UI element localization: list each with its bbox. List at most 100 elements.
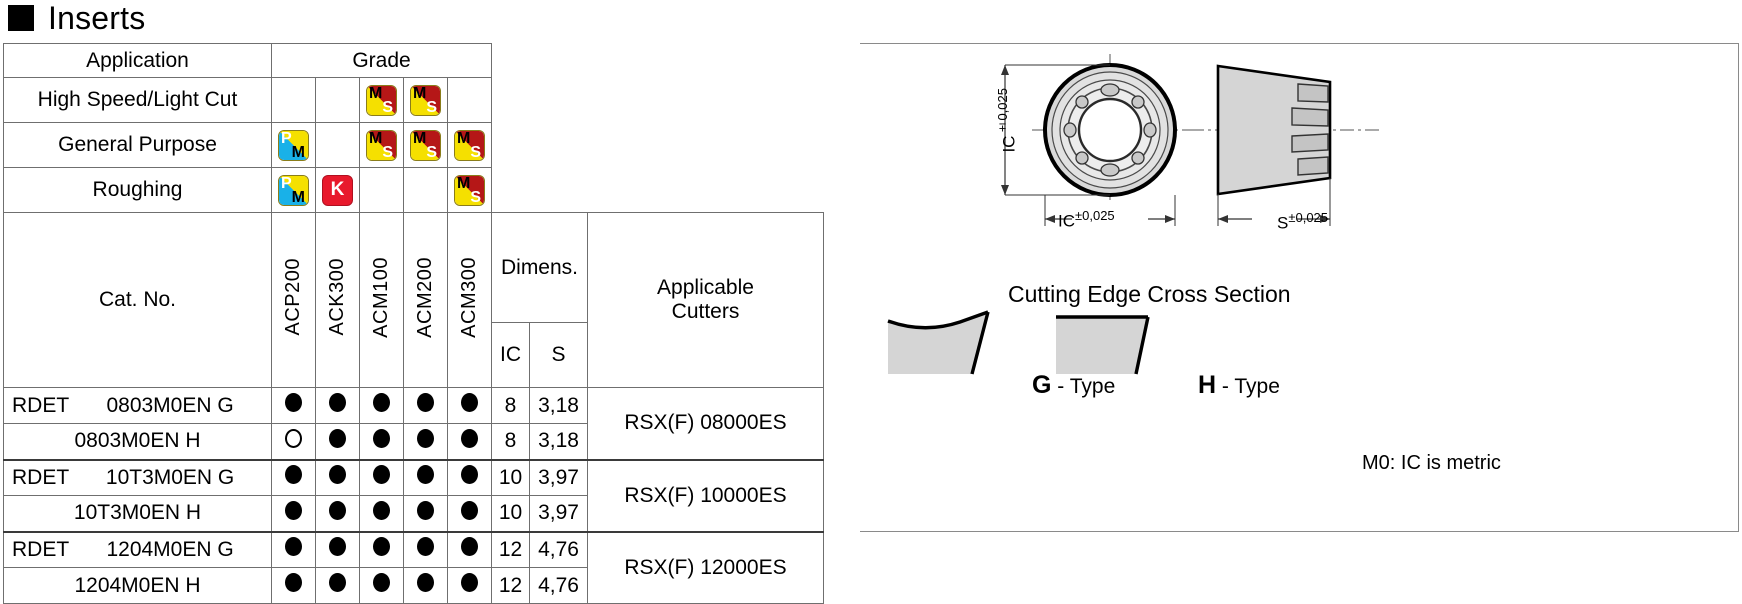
s-value: 4,76 (529, 567, 588, 604)
s-value: 3,18 (529, 423, 588, 460)
application-label: High Speed/Light Cut (3, 77, 272, 123)
grade-mark-ack300 (315, 458, 360, 496)
cutters-header-line2: Cutters (671, 300, 740, 323)
dimens-sub-s: S (529, 322, 588, 388)
grade-mark-ack300 (315, 423, 360, 460)
grade-cell-ack300: K (315, 167, 360, 213)
page-heading: Inserts (8, 2, 145, 34)
row-spacer (491, 122, 824, 168)
filled-circle-icon (417, 428, 434, 448)
dimension-s: S±0,025 (1277, 210, 1329, 233)
filled-circle-icon (285, 573, 302, 592)
application-header: Application (3, 43, 272, 78)
filled-circle-icon (417, 500, 434, 520)
ic-value: 12 (491, 567, 530, 604)
grade-mark-acm300 (447, 495, 492, 532)
s-value: 3,18 (529, 387, 588, 424)
grade-mark-acp200 (271, 567, 316, 604)
grade-col-header-ack300: ACK300 (315, 212, 360, 388)
filled-circle-icon (329, 393, 346, 412)
insert-drawing (887, 54, 1380, 375)
row-spacer (491, 167, 824, 213)
grade-mark-acm200 (403, 530, 448, 568)
filled-circle-icon (417, 393, 434, 412)
filled-circle-icon (417, 537, 434, 557)
g-type-label: G - Type (1032, 371, 1116, 399)
grade-col-header-acp200: ACP200 (271, 212, 316, 388)
filled-circle-icon (373, 537, 390, 557)
applicable-cutter-cell: RSX(F) 08000ES (587, 387, 824, 460)
inserts-table: Application Grade High Speed/Light Cut M… (3, 43, 824, 604)
filled-circle-icon (461, 573, 478, 592)
grade-mark-acm100 (359, 495, 404, 532)
cat-no-cell: 10T3M0EN H (3, 495, 272, 532)
grade-cell-acp200 (271, 77, 316, 123)
grade-mark-acm300 (447, 530, 492, 568)
grade-mark-acm300 (447, 567, 492, 604)
filled-circle-icon (285, 500, 302, 520)
filled-circle-icon (461, 428, 478, 448)
grade-mark-ack300 (315, 530, 360, 568)
grade-mark-acm300 (447, 458, 492, 496)
application-label: Roughing (3, 167, 272, 213)
grade-mark-acm300 (447, 423, 492, 460)
grade-mark-acm200 (403, 495, 448, 532)
filled-circle-icon (329, 573, 346, 592)
grade-mark-acm300 (447, 387, 492, 424)
grade-cell-ack300 (315, 77, 360, 123)
filled-circle-icon (417, 573, 434, 592)
ic-value: 8 (491, 387, 530, 424)
grade-mark-acm200 (403, 387, 448, 424)
grade-mark-acm100 (359, 423, 404, 460)
side-view-group (1190, 64, 1380, 226)
dimens-sub-header-row: IC S (4, 322, 824, 388)
filled-circle-icon (461, 537, 478, 557)
filled-circle-icon (461, 500, 478, 520)
grade-mark-acp200 (271, 387, 316, 424)
table-header-row: Application Grade (3, 43, 824, 78)
open-circle-icon (285, 428, 302, 448)
filled-circle-icon (373, 573, 390, 592)
s-value: 3,97 (529, 495, 588, 532)
grade-mark-acp200 (271, 458, 316, 496)
grade-mark-ack300 (315, 567, 360, 604)
cutters-header-line1: Applicable (657, 276, 754, 299)
grade-mark-acm200 (403, 567, 448, 604)
s-value: 4,76 (529, 530, 588, 568)
filled-circle-icon (373, 500, 390, 520)
grade-mark-acm200 (403, 458, 448, 496)
filled-circle-icon (329, 500, 346, 520)
cat-no-cell: 1204M0EN H (3, 567, 272, 604)
cat-no-header: Cat. No. (3, 212, 272, 388)
grade-mark-acm100 (359, 387, 404, 424)
ic-value: 12 (491, 530, 530, 568)
dimension-ic-vertical: IC±0,025 (995, 88, 1019, 153)
page-title: Inserts (48, 0, 146, 36)
applicable-cutter-cell: RSX(F) 12000ES (587, 530, 824, 604)
filled-circle-icon (373, 393, 390, 412)
ic-value: 10 (491, 458, 530, 496)
metric-note: M0: IC is metric (1362, 452, 1501, 474)
catalog-header-row: Cat. No. ACP200 ACK300 ACM100 ACM200 ACM… (3, 212, 824, 388)
filled-circle-icon (373, 465, 390, 485)
cat-no-cell: 0803M0EN H (3, 423, 272, 460)
application-label: General Purpose (3, 122, 272, 168)
dimens-sub-ic: IC (491, 322, 530, 388)
dimension-ic-horizontal: IC±0,025 (1058, 208, 1115, 231)
grade-cell-acm300 (447, 77, 492, 123)
grade-badge-k-icon: K (322, 174, 353, 206)
